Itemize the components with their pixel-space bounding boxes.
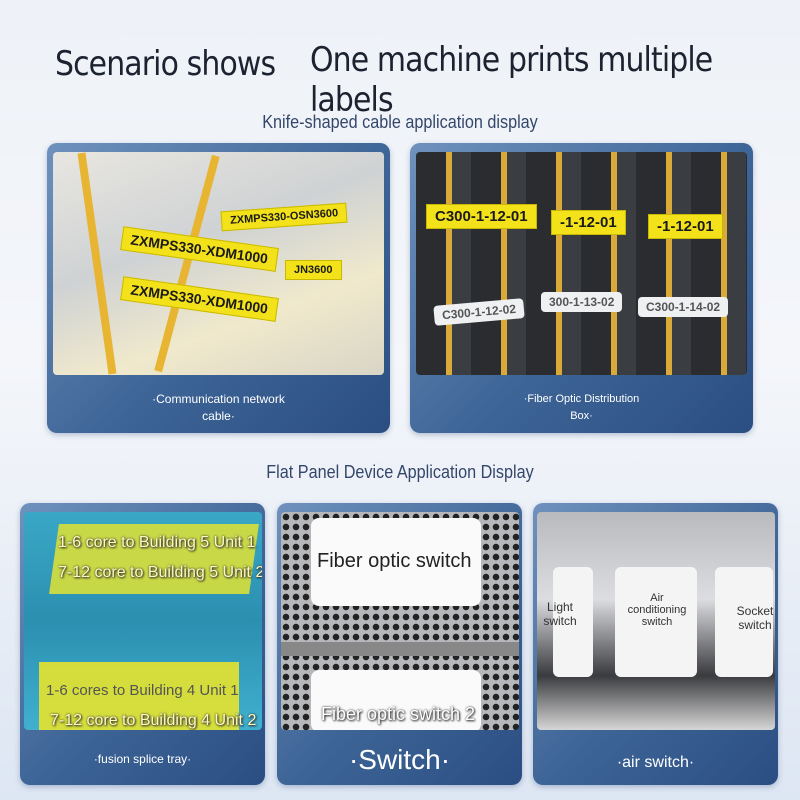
air-switch-photo: Light switch Air conditioning switch Soc… <box>537 512 775 730</box>
tray-label: 1-6 core to Building 5 Unit 1 <box>58 534 256 551</box>
yellow-label-strip <box>39 662 239 730</box>
caption-line2: Box· <box>570 410 593 422</box>
card-fiber-distribution-box: C300-1-12-01 -1-12-01 -1-12-01 C300-1-12… <box>410 143 753 433</box>
tray-label: 7-12 core to Building 5 Unit 2 <box>58 564 262 581</box>
fiber-label: 300-1-13-02 <box>541 292 623 312</box>
white-label-blank <box>553 567 593 677</box>
fiber-label: C300-1-12-02 <box>433 298 525 326</box>
caption: ·Switch· <box>348 744 451 775</box>
fiber-label: -1-12-01 <box>551 210 626 235</box>
caption: ·air switch· <box>616 754 695 771</box>
switch-photo: Fiber optic switch Fiber optic switch 2 <box>281 512 519 730</box>
fiber-label: -1-12-01 <box>648 214 723 239</box>
tray-label: 7-12 core to Building 4 Unit 2 <box>50 712 257 729</box>
caption-line1: ·Fiber Optic Distribution <box>523 393 640 405</box>
fiber-label: C300-1-12-01 <box>426 204 537 229</box>
air-switch-label: Socket switch <box>736 604 774 632</box>
air-switch-label: Light switch <box>543 600 577 628</box>
cable-label: JN3600 <box>285 260 342 280</box>
cable-label: ZXMPS330-XDM1000 <box>120 276 279 322</box>
white-label-blank <box>615 567 697 677</box>
card-fusion-splice-tray: 1-6 core to Building 5 Unit 1 7-12 core … <box>20 503 265 785</box>
white-label-blank <box>311 670 481 730</box>
air-switch-label: Air conditioning switch <box>627 592 687 628</box>
white-label-blank <box>311 518 481 606</box>
switch-label: Fiber optic switch 2 <box>321 704 476 724</box>
title-right: One machine prints multiple labels <box>310 40 713 120</box>
section2-heading: Flat Panel Device Application Display <box>266 462 534 482</box>
caption: ·fusion splice tray· <box>93 752 192 766</box>
fiber-label: C300-1-14-02 <box>638 297 729 317</box>
tray-label: 1-6 cores to Building 4 Unit 1 <box>46 682 239 699</box>
caption-line2: cable· <box>202 409 235 423</box>
distribution-box-photo: C300-1-12-01 -1-12-01 -1-12-01 C300-1-12… <box>416 152 747 375</box>
fiber-cable <box>154 154 220 373</box>
card-communication-cable: ZXMPS330-OSN3600 JN3600 ZXMPS330-XDM1000… <box>47 143 390 433</box>
section1-heading: Knife-shaped cable application display <box>262 112 538 132</box>
cable-label: ZXMPS330-OSN3600 <box>220 202 348 232</box>
fiber-cable <box>77 152 117 375</box>
title-left: Scenario shows <box>55 44 276 84</box>
cable-photo: ZXMPS330-OSN3600 JN3600 ZXMPS330-XDM1000… <box>53 152 384 375</box>
card-air-switch: Light switch Air conditioning switch Soc… <box>533 503 778 785</box>
rack-divider <box>281 642 519 656</box>
caption-line1: ·Communication network <box>152 392 285 406</box>
white-label-blank <box>715 567 773 677</box>
switch-label: Fiber optic switch <box>317 550 472 572</box>
card-switch: Fiber optic switch Fiber optic switch 2 … <box>277 503 522 785</box>
splice-tray-photo: 1-6 core to Building 5 Unit 1 7-12 core … <box>24 512 262 730</box>
